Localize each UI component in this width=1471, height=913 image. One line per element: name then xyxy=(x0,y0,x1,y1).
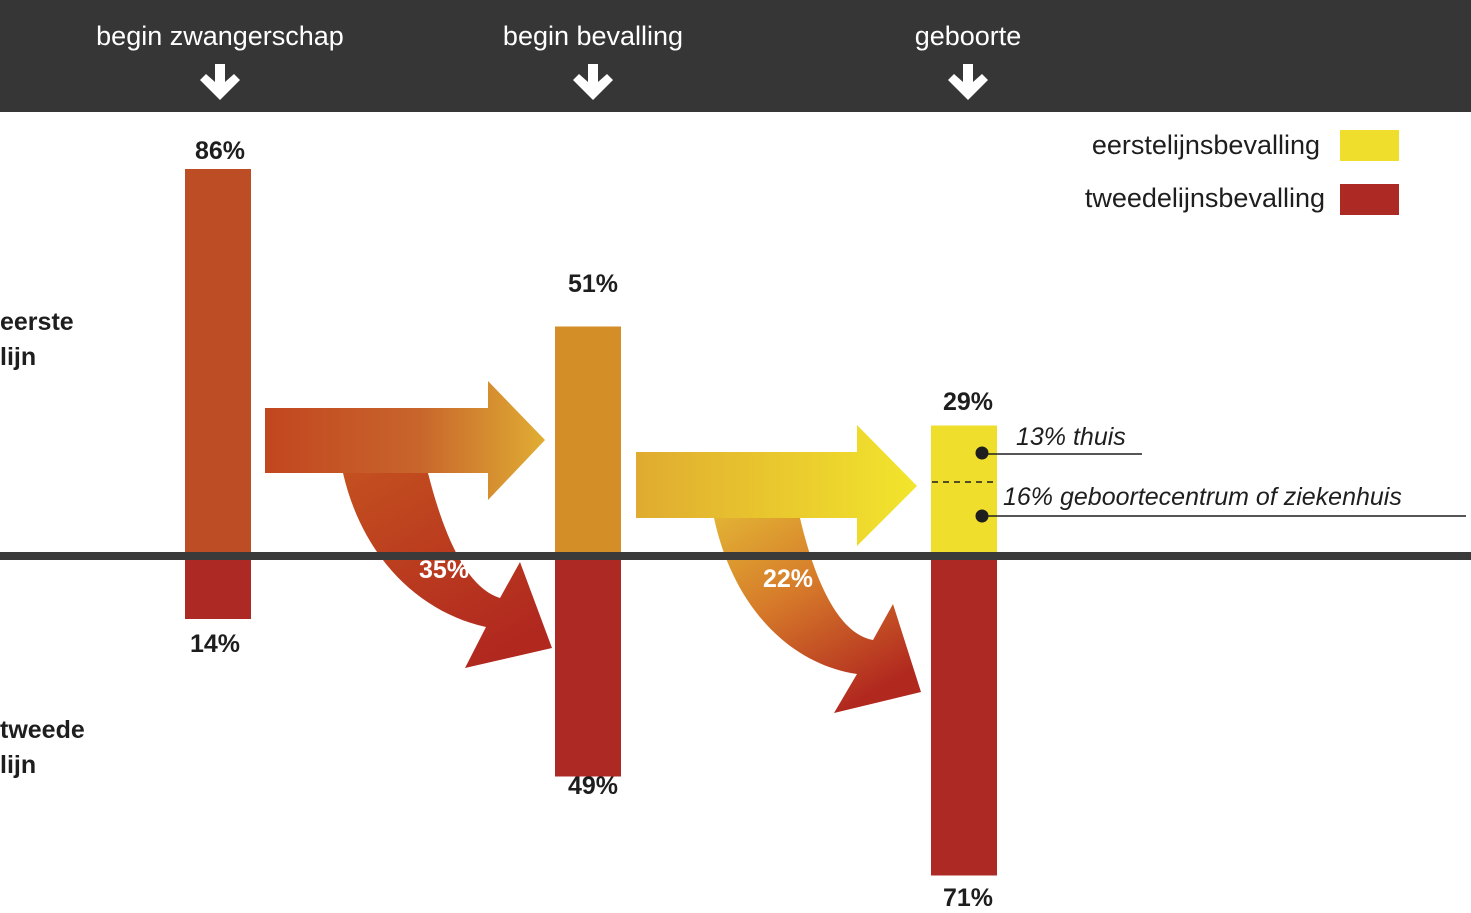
stage-label-begin-bevalling: begin bevalling xyxy=(503,21,683,51)
legend-label-eerstelijnsbevalling: eerstelijnsbevalling xyxy=(1092,130,1320,160)
stage-label-geboorte: geboorte xyxy=(915,21,1022,51)
flow-arrow-first-line-1 xyxy=(265,381,545,500)
transfer-label-1: 35% xyxy=(419,556,469,584)
bar-label-geboorte-first: 29% xyxy=(943,388,993,416)
side-label-lijn-bottom: lijn xyxy=(0,751,36,779)
bar-label-geboorte-second: 71% xyxy=(943,884,993,912)
down-arrow-icon xyxy=(573,64,613,100)
flow-arrow-transfer-1 xyxy=(343,473,552,668)
bar-zwangerschap-second-line xyxy=(185,556,251,619)
breakdown-label-geboortecentrum: 16% geboortecentrum of ziekenhuis xyxy=(1003,483,1402,511)
side-label-eerste: eerste xyxy=(0,308,74,336)
bar-label-bevalling-second: 49% xyxy=(568,772,618,800)
header-band xyxy=(0,0,1471,112)
legend-swatch-tweedelijnsbevalling xyxy=(1340,184,1399,215)
bar-bevalling-first-line xyxy=(555,326,621,556)
legend-label-tweedelijnsbevalling: tweedelijnsbevalling xyxy=(1085,183,1325,213)
bars-layer xyxy=(185,169,997,876)
bar-label-zwangerschap-second: 14% xyxy=(190,630,240,658)
bar-geboorte-first-line xyxy=(931,425,997,556)
stage-label-begin-zwangerschap: begin zwangerschap xyxy=(96,21,344,51)
transfer-label-2: 22% xyxy=(763,565,813,593)
breakdown-label-thuis: 13% thuis xyxy=(1016,423,1126,451)
down-arrow-icon xyxy=(200,64,240,100)
bar-zwangerschap-first-line xyxy=(185,169,251,556)
legend-swatch-eerstelijnsbevalling xyxy=(1340,130,1399,161)
flow-arrow-transfer-2 xyxy=(714,518,921,713)
bar-bevalling-second-line xyxy=(555,556,621,777)
side-label-lijn-top: lijn xyxy=(0,343,36,371)
bar-geboorte-second-line xyxy=(931,556,997,876)
bar-label-bevalling-first: 51% xyxy=(568,270,618,298)
down-arrow-icon xyxy=(948,64,988,100)
bar-label-zwangerschap-first: 86% xyxy=(195,137,245,165)
line-divider xyxy=(0,552,1471,560)
breakdown-marker-thuis xyxy=(975,446,989,460)
side-label-tweede: tweede xyxy=(0,716,85,744)
flow-arrow-first-line-2 xyxy=(636,425,917,546)
